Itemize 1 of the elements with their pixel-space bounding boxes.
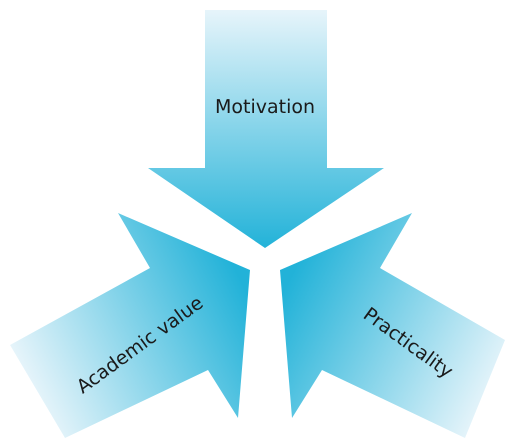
arrow-label: Motivation (214, 96, 316, 118)
